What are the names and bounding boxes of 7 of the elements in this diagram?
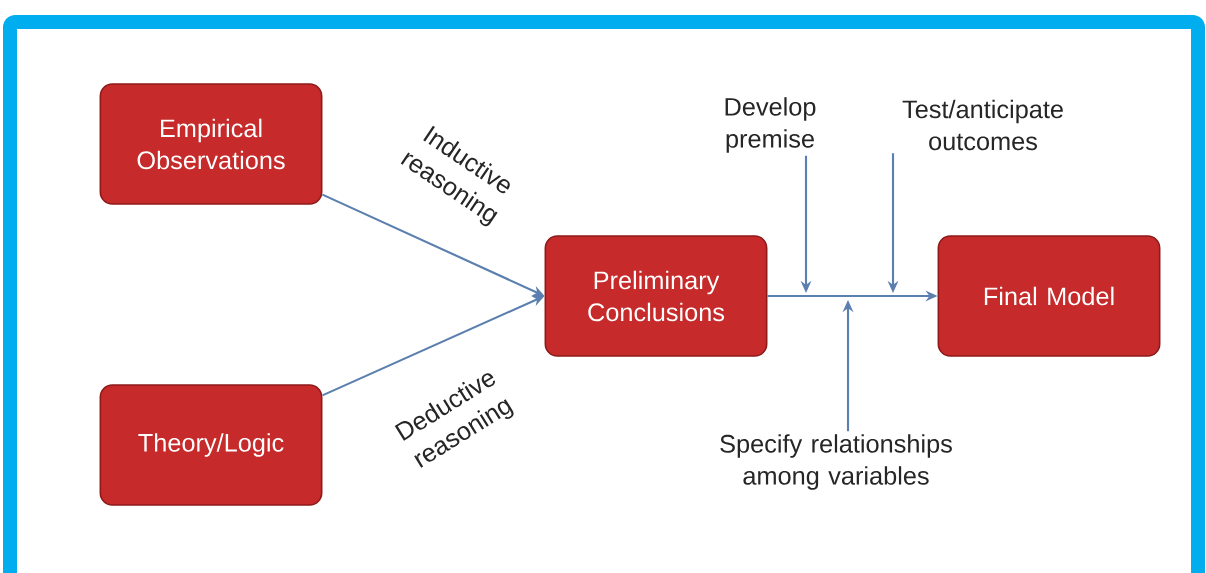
annotation-text: Develop premise [725,97,816,153]
process-box: Preliminary Conclusions [544,235,768,357]
annotation-text: Specify relationships among variables [720,434,952,490]
annotation-text: Test/anticipate outcomes [902,99,1063,151]
process-box: Theory/Logic [99,384,323,506]
process-box: Final Model [937,235,1161,357]
process-box: Empirical Observations [99,83,323,205]
